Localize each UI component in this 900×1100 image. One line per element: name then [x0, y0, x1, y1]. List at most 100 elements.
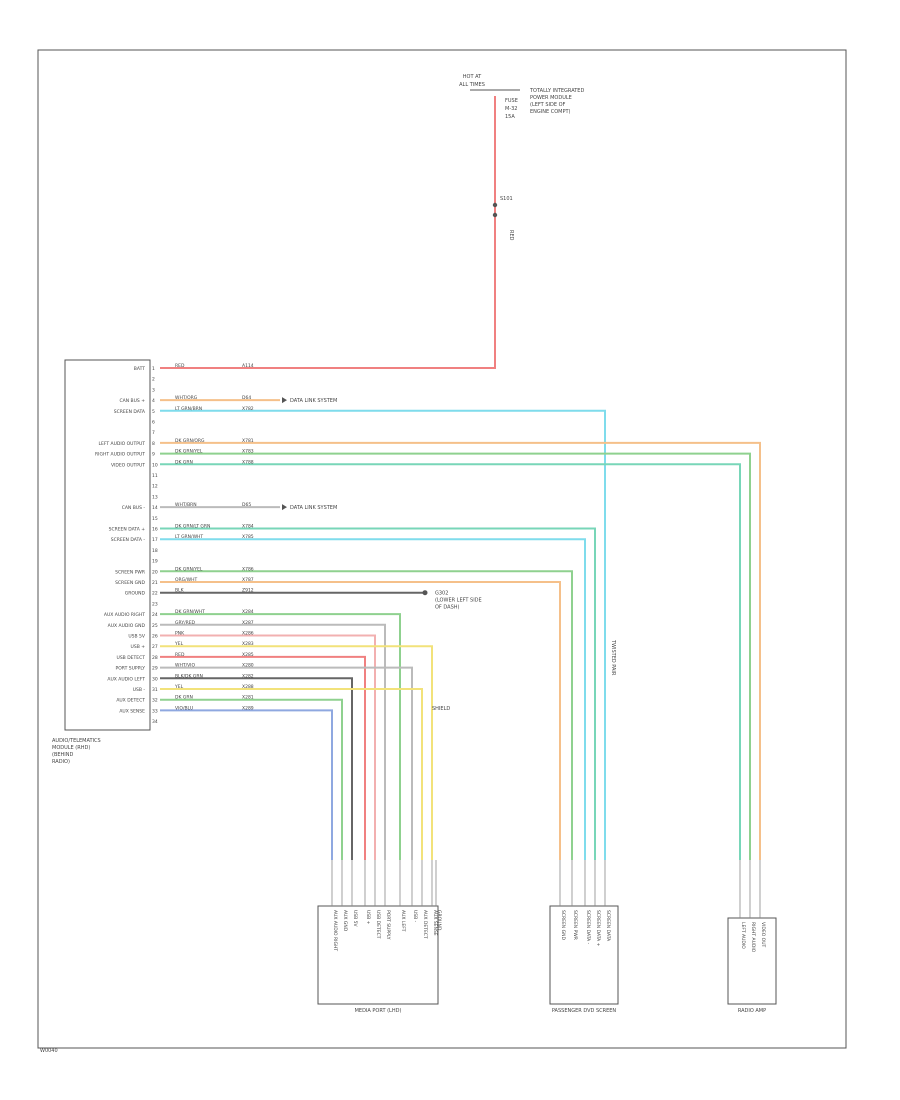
wire-pin-20: [160, 570, 573, 860]
source-wire-label: RED: [508, 230, 514, 241]
pin-number: 24: [152, 612, 158, 618]
wire-code: LT GRN/WHT: [175, 534, 203, 540]
display-connector-name: PASSENGER DVD SCREEN: [552, 1008, 617, 1014]
wire-code: DK GRN/YEL: [175, 449, 203, 455]
ground-note-line: (LOWER LEFT SIDE: [435, 598, 482, 604]
pin-number: 23: [152, 601, 158, 607]
source-note-line: TOTALLY INTEGRATED: [529, 88, 584, 94]
wire-code: GRY/RED: [175, 620, 196, 626]
wire-code: DK GRN/ORG: [175, 438, 205, 444]
media-pin-label: AUX GND: [342, 910, 348, 932]
pin-number: 25: [152, 623, 158, 629]
fuse-label-line: 15A: [505, 114, 515, 120]
pin-number: 6: [152, 420, 155, 426]
wire-circuit: D64: [242, 395, 251, 401]
pin-label: USB 5V: [128, 634, 146, 640]
pin-number: 5: [152, 409, 155, 415]
module-box: [64, 359, 151, 731]
wire-circuit: X783: [242, 449, 254, 455]
shield-label: SHIELD: [432, 706, 450, 712]
wire-pin-17: [160, 538, 586, 860]
pin-number: 9: [152, 452, 155, 458]
pin-label: SCREEN DATA +: [109, 527, 146, 533]
diagram-frame: [37, 49, 847, 1049]
wire-code: ORG/WHT: [175, 577, 198, 583]
pin-number: 1: [152, 366, 155, 372]
module-name-line: MODULE (RHD): [52, 745, 90, 751]
vcp-pin-label: RIGHT AUDIO: [750, 922, 756, 953]
page-code: W0040: [40, 1048, 58, 1054]
vcp-pin-label: LEFT AUDIO: [740, 922, 746, 949]
wire-circuit: Z912: [242, 588, 254, 594]
pin-label: USB DETECT: [117, 655, 146, 661]
vcp-connector-name: RADIO AMP: [738, 1008, 766, 1014]
source-note-line: (LEFT SIDE OF: [530, 102, 566, 108]
fuse-label-line: FUSE: [505, 98, 518, 104]
wire-circuit: X281: [242, 695, 254, 701]
media-pin-label: AUX AUDIO RIGHT: [332, 910, 338, 951]
wire-pin-31: [160, 688, 423, 860]
wire-code: BLK/DK GRN: [175, 673, 203, 679]
wire-code: RED: [175, 652, 185, 658]
pin-number: 21: [152, 580, 158, 586]
wire-circuit: X786: [242, 566, 254, 572]
wire-circuit: D65: [242, 502, 251, 508]
display-pin-label: SCREEN PWR: [572, 910, 578, 940]
pin-label: RIGHT AUDIO OUTPUT: [95, 452, 145, 458]
wires-layer: [160, 96, 761, 860]
pin-number: 7: [152, 430, 155, 436]
wire-code: BLK: [175, 588, 185, 594]
wire-circuit: A114: [242, 363, 254, 369]
ground-dot: [422, 590, 428, 596]
pin-label: CAN BUS +: [120, 398, 146, 404]
wire-pin-28: [160, 655, 366, 860]
display-pin-label: SCREEN DATA -: [585, 910, 591, 945]
pin-label: GROUND: [125, 591, 146, 597]
pin-label: AUX DETECT: [116, 698, 145, 704]
splice-dot: [492, 202, 498, 208]
media-pin-label: PORT SUPPLY: [385, 910, 391, 940]
vcp-pin-label: VIDEO OUT: [760, 922, 766, 948]
pin-label: CAN BUS -: [122, 505, 146, 511]
pin-number: 33: [152, 708, 158, 714]
twisted-pair-label: TWISTED PAIR: [610, 639, 616, 676]
pin-number: 20: [152, 569, 158, 575]
media-connector-box: [317, 905, 439, 1005]
pin-number: 15: [152, 516, 158, 522]
pin-number: 10: [152, 462, 158, 468]
vcp-connector-box: [727, 917, 777, 1005]
wire-circuit: X288: [242, 684, 254, 690]
pin-number: 13: [152, 494, 158, 500]
pin-label: AUX SENSE: [119, 708, 145, 714]
pin-number: 16: [152, 527, 158, 533]
wire-code: YEL: [174, 641, 184, 647]
wire-circuit: X781: [242, 438, 254, 444]
wire-pin-29: [160, 666, 413, 860]
wire-pin-21: [160, 581, 561, 860]
wire-code: VIO/BLU: [175, 705, 193, 711]
wire-circuit: X785: [242, 534, 254, 540]
wire-pin-25: [160, 623, 386, 860]
wire-code: WHT/ORG: [175, 395, 198, 401]
pin-label: VIDEO OUTPUT: [111, 462, 145, 468]
wire-circuit: X285: [242, 652, 254, 658]
wire-code: PNK: [175, 631, 185, 637]
wire-pin-30: [160, 677, 353, 860]
pin-label: AUX AUDIO LEFT: [107, 676, 145, 682]
pin-number: 34: [152, 719, 158, 725]
pin-label: SCREEN GND: [115, 580, 145, 586]
ground-note-line: OF DASH): [435, 605, 460, 611]
display-connector-box: [549, 905, 619, 1005]
wire-pin-26: [160, 634, 376, 860]
wire-circuit: X784: [242, 524, 254, 530]
pin-number: 19: [152, 559, 158, 565]
pin-number: 11: [152, 473, 158, 479]
wire-circuit: X282: [242, 673, 254, 679]
pin-label: PORT SUPPLY: [116, 666, 146, 672]
media-pin-label: USB +: [365, 910, 371, 925]
wire-circuit: X788: [242, 459, 254, 465]
wire-circuit: X284: [242, 609, 254, 615]
wire-circuit: X787: [242, 577, 254, 583]
pin-number: 22: [152, 591, 158, 597]
